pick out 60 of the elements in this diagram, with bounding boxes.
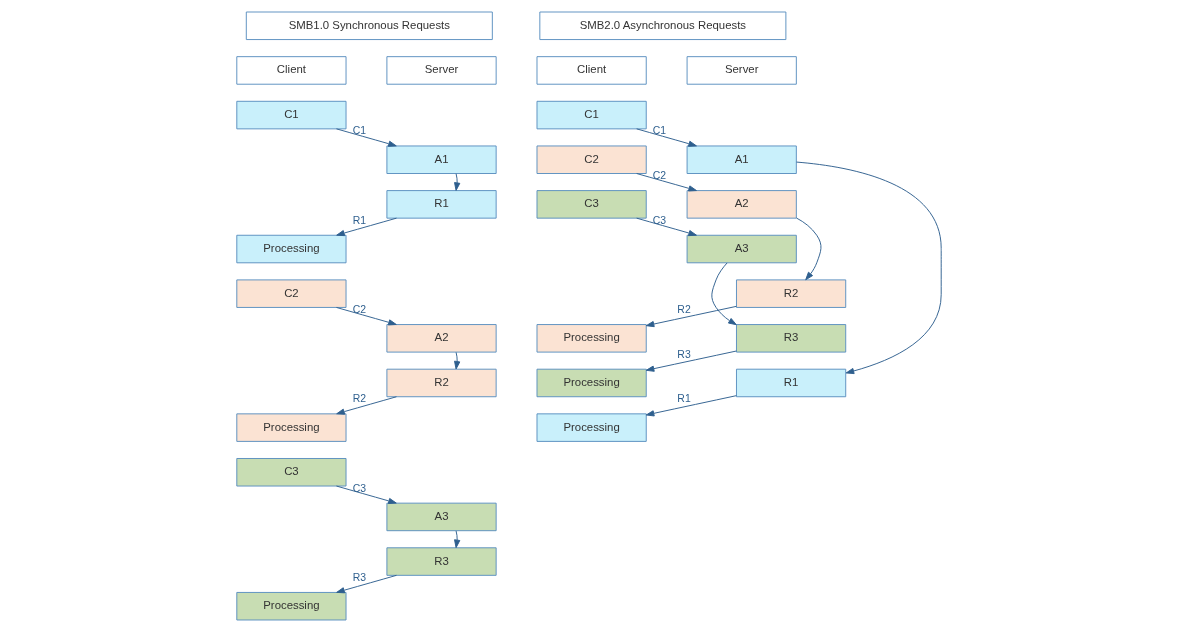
edge-label: R2	[677, 304, 691, 315]
node-box: R1	[386, 190, 497, 219]
edge-label: R1	[677, 393, 691, 405]
edge-label: C2	[652, 170, 667, 182]
arrow	[336, 396, 397, 415]
node-box: C3	[236, 458, 347, 487]
arrow	[336, 574, 397, 594]
edge-label: R3	[352, 571, 367, 583]
edge-label: R1	[352, 214, 367, 226]
node-box: C2	[536, 145, 647, 174]
node-box: A1	[386, 145, 497, 174]
arrow	[645, 350, 737, 372]
node-box: SMB2.0 Asynchronous Requests	[539, 11, 787, 41]
node-box: A2	[386, 324, 497, 353]
arrow	[454, 173, 461, 191]
edge-label: C1	[352, 125, 366, 137]
edge-label: C3	[652, 214, 667, 226]
node-box: Processing	[236, 413, 347, 442]
node-box: Processing	[236, 591, 347, 621]
arrow	[796, 217, 822, 281]
node-box: Processing	[536, 368, 647, 398]
arrow	[336, 485, 397, 505]
node-box: A3	[686, 234, 797, 264]
node-box: R2	[386, 368, 497, 398]
edge-label: C3	[352, 482, 366, 494]
arrow	[645, 305, 737, 328]
node-box: A2	[686, 190, 797, 219]
arrow	[796, 161, 942, 375]
arrow	[336, 128, 397, 147]
node-box: C1	[536, 100, 647, 130]
node-box: R1	[736, 368, 847, 398]
edge-label: R2	[352, 393, 367, 405]
edge-label: R3	[677, 348, 691, 360]
node-box: Server	[686, 56, 797, 85]
node-box: Client	[236, 56, 347, 85]
arrow	[454, 530, 461, 549]
node-box: Processing	[236, 234, 347, 264]
node-box: Server	[386, 56, 497, 85]
arrow	[336, 217, 397, 237]
node-box: R3	[736, 324, 847, 353]
node-box: C2	[236, 279, 347, 308]
arrow	[645, 395, 737, 417]
node-box: R2	[736, 279, 847, 308]
arrow	[636, 128, 697, 147]
node-box: R3	[386, 547, 497, 576]
arrow	[636, 173, 697, 192]
node-box: Client	[536, 56, 647, 85]
node-box: C3	[536, 190, 647, 219]
arrow	[711, 262, 737, 326]
arrow	[636, 217, 697, 237]
node-box: C1	[236, 100, 347, 130]
arrow	[336, 306, 397, 326]
edge-label: C1	[652, 125, 667, 137]
node-box: SMB1.0 Synchronous Requests	[245, 11, 493, 41]
node-box: Processing	[536, 324, 647, 353]
arrow	[454, 351, 461, 370]
node-box: Processing	[536, 413, 647, 442]
node-box: A1	[686, 145, 797, 174]
node-box: A3	[386, 502, 497, 532]
edge-label: C2	[352, 303, 366, 315]
